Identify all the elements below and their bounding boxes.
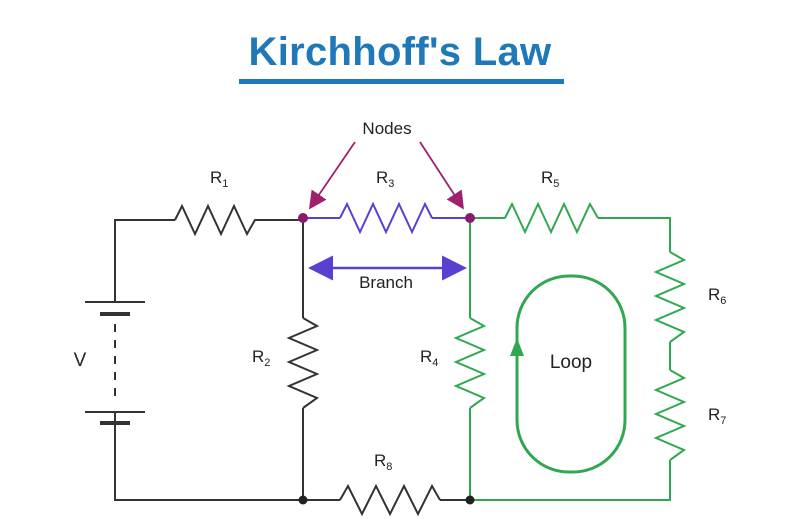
arrow-to-node-b — [419, 141, 464, 210]
nodes — [298, 213, 475, 505]
title-underline — [239, 79, 564, 84]
node-a — [298, 213, 308, 223]
node-arrows — [308, 141, 464, 210]
resistor-r2 — [286, 317, 320, 409]
resistor-r6 — [653, 251, 687, 343]
label-r2: R2 — [252, 347, 270, 369]
branch-label: Branch — [359, 273, 413, 292]
loop-indicator — [515, 274, 627, 474]
wire-bottom-left — [114, 412, 340, 501]
resistor-r5 — [504, 201, 599, 235]
node-d — [465, 495, 475, 505]
label-r6: R6 — [708, 285, 726, 307]
node-b — [465, 213, 475, 223]
label-r4: R4 — [420, 347, 438, 369]
page-title: Kirchhoff's Law — [248, 30, 552, 74]
label-r1: R1 — [210, 168, 228, 190]
nodes-label: Nodes — [362, 119, 411, 138]
branch-path — [303, 201, 470, 281]
label-r8: R8 — [374, 451, 392, 473]
resistor-r1 — [174, 203, 262, 237]
resistor-r3 — [339, 201, 433, 235]
voltage-label: V — [74, 350, 87, 371]
wire-top-left — [114, 219, 175, 302]
label-r3: R3 — [376, 168, 394, 190]
arrow-to-node-a — [308, 141, 356, 210]
loop-path — [453, 201, 687, 501]
resistor-r4 — [453, 317, 487, 409]
resistor-r7 — [653, 369, 687, 461]
node-c — [298, 495, 308, 505]
black-wires — [114, 219, 470, 501]
resistor-r8 — [339, 483, 441, 517]
label-r7: R7 — [708, 405, 726, 427]
loop-label: Loop — [550, 352, 592, 373]
loop-arrowhead — [510, 338, 524, 356]
label-r5: R5 — [541, 168, 559, 190]
battery — [85, 301, 145, 425]
